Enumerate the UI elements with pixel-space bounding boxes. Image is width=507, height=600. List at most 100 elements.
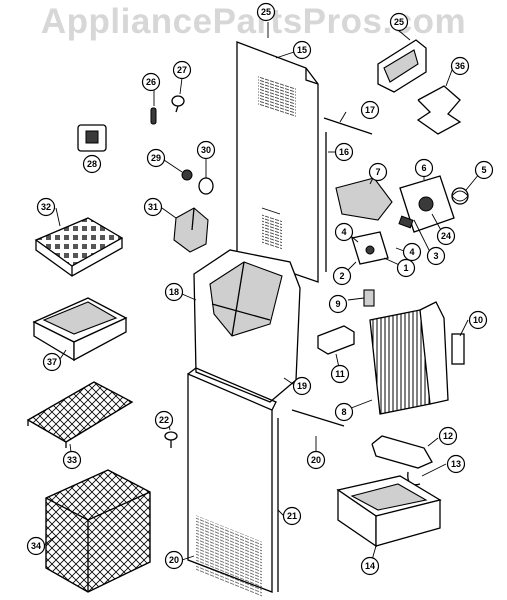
part-32-ice-tray (34, 217, 124, 277)
callout-14: 14 (360, 556, 380, 576)
svg-text:13: 13 (451, 459, 461, 469)
callout-25b: 25 (389, 12, 409, 32)
callout-32: 32 (36, 197, 56, 217)
svg-text:4: 4 (409, 247, 414, 257)
part-37-storage-bin (32, 297, 128, 362)
part-28-latch (77, 124, 107, 152)
center-duct-housing (193, 249, 301, 403)
callout-18: 18 (164, 282, 184, 302)
callout-22: 20 (306, 450, 326, 470)
svg-text:19: 19 (297, 381, 307, 391)
callout-4a: 4 (334, 222, 354, 242)
svg-text:18: 18 (169, 287, 179, 297)
part-24-sensor (398, 215, 414, 229)
svg-text:8: 8 (341, 407, 346, 417)
part-34-wire-basket (45, 469, 151, 593)
callout-24: 24 (436, 226, 456, 246)
callout-7: 7 (368, 162, 388, 182)
svg-text:12: 12 (443, 431, 453, 441)
part-31-lamp-cover (173, 207, 209, 253)
svg-text:2: 2 (339, 271, 344, 281)
small-hardware-parts (150, 95, 214, 195)
callout-27: 27 (172, 60, 192, 80)
part-1-thermostat (351, 231, 389, 265)
callout-23: 22 (154, 410, 174, 430)
svg-text:26: 26 (146, 77, 156, 87)
callout-34: 34 (26, 536, 46, 556)
callout-13: 13 (446, 454, 466, 474)
svg-text:36: 36 (455, 61, 465, 71)
callout-30: 30 (196, 140, 216, 160)
callout-8: 8 (334, 402, 354, 422)
callout-15: 15 (292, 40, 312, 60)
svg-text:16: 16 (339, 147, 349, 157)
svg-text:11: 11 (335, 369, 345, 379)
part-36-wire-harness (416, 85, 462, 135)
svg-text:22: 22 (159, 415, 169, 425)
lower-front-panel (187, 367, 277, 598)
trim-strips (277, 117, 373, 592)
part-6-control-plate (399, 175, 455, 233)
part-10-bracket (451, 333, 465, 365)
callout-36: 36 (450, 56, 470, 76)
callout-26: 26 (141, 72, 161, 92)
svg-text:6: 6 (421, 163, 426, 173)
part-33-wire-shelf (26, 381, 134, 448)
part-11-block (317, 325, 355, 355)
callout-10: 10 (468, 310, 488, 330)
svg-text:33: 33 (67, 455, 77, 465)
callout-33: 33 (62, 450, 82, 470)
svg-text:15: 15 (297, 45, 307, 55)
callout-16: 16 (334, 142, 354, 162)
callout-3: 3 (426, 246, 446, 266)
callout-17: 17 (360, 100, 380, 120)
svg-text:28: 28 (87, 159, 97, 169)
callout-2: 2 (332, 266, 352, 286)
callout-12: 12 (438, 426, 458, 446)
callout-28: 28 (82, 154, 102, 174)
callout-6: 6 (414, 158, 434, 178)
svg-text:5: 5 (481, 165, 486, 175)
callout-5: 5 (474, 160, 494, 180)
callout-20: 20 (164, 550, 184, 570)
callout-11: 11 (330, 364, 350, 384)
svg-text:34: 34 (31, 541, 41, 551)
part-8-evaporator (369, 301, 449, 415)
callout-4b: 4 (402, 242, 422, 262)
upper-back-panel (236, 41, 319, 283)
svg-text:37: 37 (47, 357, 57, 367)
svg-text:32: 32 (41, 202, 51, 212)
svg-text:25: 25 (261, 7, 271, 17)
svg-text:17: 17 (365, 105, 375, 115)
callout-19: 19 (292, 376, 312, 396)
part-23-screw (164, 431, 178, 448)
callout-25a: 25 (256, 2, 276, 22)
part-7-insulation (335, 177, 393, 221)
svg-text:9: 9 (335, 299, 340, 309)
svg-text:24: 24 (441, 231, 451, 241)
svg-text:10: 10 (473, 315, 483, 325)
svg-text:4: 4 (341, 227, 346, 237)
callout-31: 31 (143, 197, 163, 217)
part-12-heater (371, 435, 433, 469)
svg-text:7: 7 (375, 167, 380, 177)
svg-text:25: 25 (394, 17, 404, 27)
svg-text:20: 20 (311, 455, 321, 465)
callout-9: 9 (328, 294, 348, 314)
svg-text:27: 27 (177, 65, 187, 75)
callout-29: 29 (146, 148, 166, 168)
callout-21: 21 (282, 506, 302, 526)
svg-text:31: 31 (148, 202, 158, 212)
svg-text:29: 29 (151, 153, 161, 163)
part-9-clip (363, 289, 375, 307)
callout-1: 1 (396, 258, 416, 278)
part-14-drain-pan (336, 475, 442, 548)
svg-text:3: 3 (433, 251, 438, 261)
callout-37: 37 (42, 352, 62, 372)
part-35-bracket (377, 39, 427, 93)
svg-text:21: 21 (287, 511, 297, 521)
part-5-fan-blade (451, 187, 469, 205)
svg-text:14: 14 (365, 561, 375, 571)
svg-text:30: 30 (201, 145, 211, 155)
